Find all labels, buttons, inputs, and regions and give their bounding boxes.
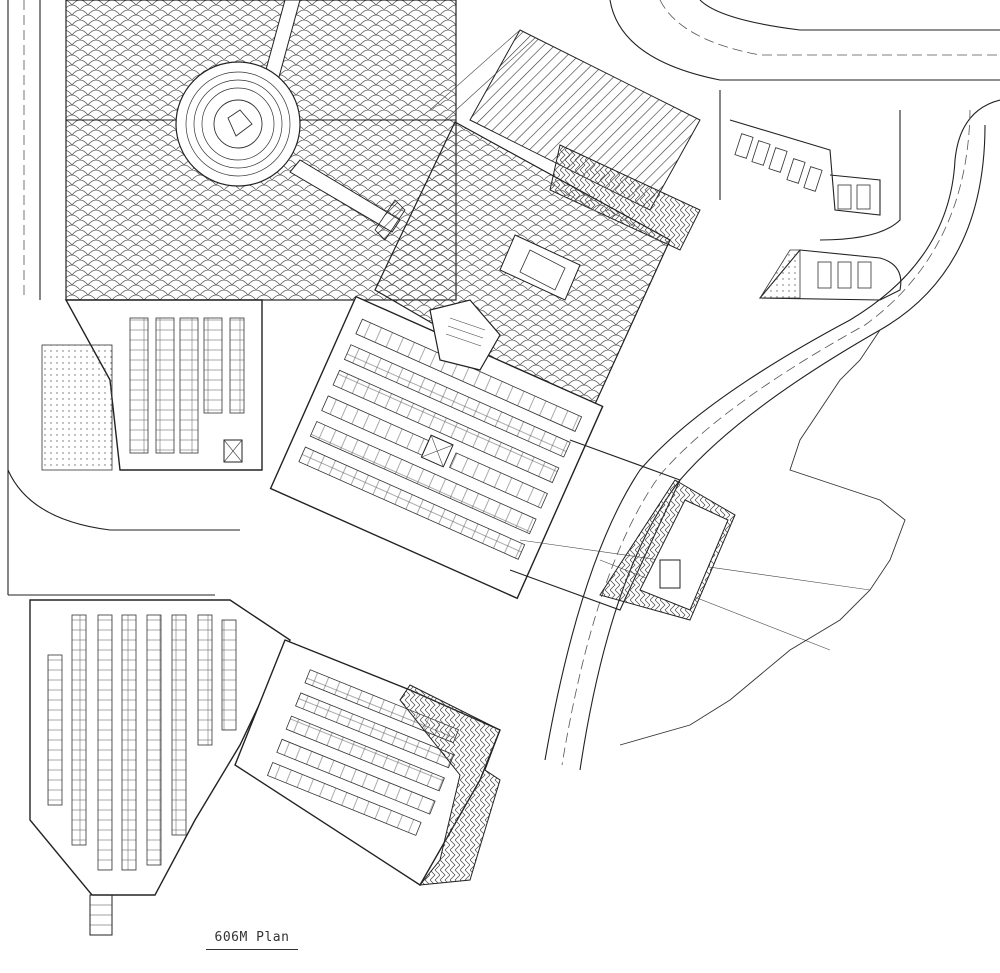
striped-ramp [429, 29, 701, 251]
left-road [7, 0, 240, 596]
drawing-caption: 606M Plan [214, 930, 290, 945]
parking-block-lower-center [234, 639, 501, 886]
parking-block-lower-left [29, 599, 291, 936]
parking-bays-right [729, 119, 902, 301]
parking-block-upper-left [41, 299, 263, 471]
parking-block-center [269, 295, 604, 600]
caption-underline [206, 949, 298, 950]
plaza-upper-left [65, 0, 457, 301]
stair-core [429, 299, 501, 371]
site-boundary [619, 329, 906, 746]
pavilion-right [599, 479, 736, 621]
access-roads [544, 0, 1000, 771]
